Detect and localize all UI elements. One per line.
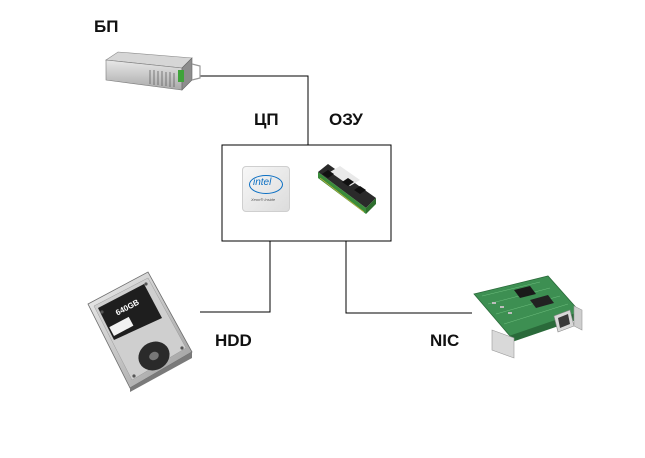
nic-wire <box>345 241 472 314</box>
motherboard-box <box>221 144 392 242</box>
nic-label: NIC <box>430 331 460 350</box>
hdd-wire <box>200 241 271 313</box>
hdd-image: 640GB <box>87 271 193 392</box>
intel-logo-ring <box>249 175 283 194</box>
intel-logo-text: intel <box>253 177 272 188</box>
hdd-label: HDD <box>215 331 252 350</box>
ram-label: ОЗУ <box>329 110 363 129</box>
cpu-chip: intel Xeon® Inside <box>242 166 290 212</box>
nic-image <box>473 275 583 359</box>
ram-module-image <box>318 164 376 214</box>
cpu-label: ЦП <box>254 110 279 129</box>
psu-wire <box>200 75 309 145</box>
cpu-model-text: Xeon® Inside <box>251 197 276 202</box>
psu-label: БП <box>94 17 119 36</box>
psu-image <box>105 51 201 91</box>
